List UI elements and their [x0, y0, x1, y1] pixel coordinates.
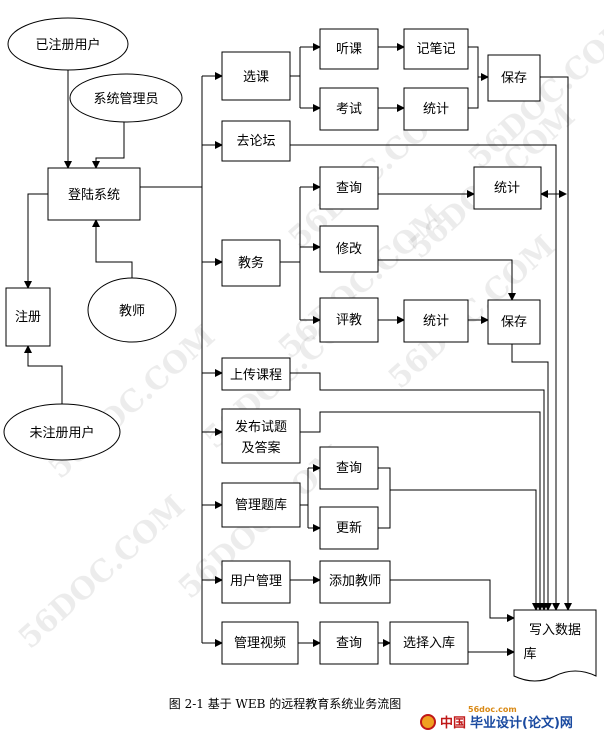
logo-text-china: 中国 — [440, 715, 466, 731]
actor-label: 已注册用户 — [35, 37, 100, 53]
edge-add-to-db — [390, 579, 515, 622]
edge-stats-to-save — [468, 77, 479, 109]
edge-forum-to-db — [290, 144, 560, 611]
node-label: 教务 — [238, 255, 264, 271]
node-label: 库 — [523, 646, 536, 662]
node-register: 注册 — [5, 287, 51, 347]
node-label: 登陆系统 — [68, 187, 120, 203]
edge-modify-to-save — [378, 259, 516, 301]
node-label: 管理视频 — [234, 636, 286, 651]
node-upload-course: 上传课程 — [221, 357, 291, 391]
node-update: 更新 — [319, 506, 379, 550]
actor-registered-user: 已注册用户 — [7, 17, 129, 71]
edge-publish-to-db — [300, 411, 544, 611]
edge-bank-split — [300, 468, 309, 528]
node-label: 查询 — [336, 461, 362, 476]
node-query-2: 查询 — [319, 446, 379, 490]
node-label: 去论坛 — [236, 134, 275, 149]
node-label: 统计 — [423, 102, 449, 117]
edge-academic-split — [280, 187, 301, 320]
node-label: 注册 — [15, 310, 41, 325]
logo-text-main: 毕业设计(论文)网 — [470, 715, 573, 731]
actor-label: 教师 — [119, 303, 145, 319]
node-label: 保存 — [501, 315, 527, 330]
watermark-text: 56DOC.COM — [12, 489, 192, 656]
edge-login-to-register — [24, 193, 48, 289]
figure-caption: 图 2-1 基于 WEB 的远程教育系统业务流图 — [169, 696, 402, 711]
watermark-text: 56DOC.COM — [42, 319, 222, 486]
node-label: 写入数据 — [529, 623, 581, 638]
edge-notes-to-save — [468, 46, 489, 81]
node-save-2: 保存 — [487, 299, 541, 345]
node-forum: 去论坛 — [221, 120, 291, 162]
node-query-1: 查询 — [319, 166, 379, 210]
edges — [24, 43, 572, 656]
node-label: 添加教师 — [329, 573, 381, 589]
node-save-1: 保存 — [487, 54, 541, 102]
edge-course-split — [290, 47, 301, 108]
node-write-database: 写入数据 库 — [513, 609, 597, 682]
node-label: 统计 — [423, 314, 449, 329]
edge-update-join — [378, 490, 391, 529]
node-stats-1: 统计 — [403, 87, 469, 131]
node-label: 发布试题 — [235, 419, 287, 435]
node-manage-bank: 管理题库 — [221, 482, 301, 528]
node-label: 保存 — [501, 71, 527, 86]
node-label: 上传课程 — [230, 368, 282, 383]
edge-unregistered-to-register — [24, 345, 63, 406]
logo-emblem-icon — [420, 714, 436, 730]
node-label: 评教 — [336, 312, 362, 328]
node-label: 选择入库 — [403, 635, 455, 651]
node-label: 查询 — [336, 181, 362, 196]
node-label: 考试 — [336, 102, 362, 117]
node-academic: 教务 — [221, 239, 281, 287]
edge-query2-to-db — [378, 467, 540, 611]
actor-teacher: 教师 — [87, 277, 177, 343]
node-query-3: 查询 — [319, 621, 379, 665]
node-take-notes: 记笔记 — [403, 28, 469, 70]
actor-label: 系统管理员 — [93, 92, 158, 107]
actor-label: 未注册用户 — [29, 425, 94, 441]
edge-teacher-to-login — [92, 219, 133, 278]
node-label: 听课 — [336, 42, 362, 57]
node-stats-2: 统计 — [473, 166, 542, 210]
node-stats-3: 统计 — [403, 299, 469, 343]
node-select-store: 选择入库 — [389, 621, 469, 665]
edge-admin-to-login — [92, 122, 125, 169]
node-exam: 考试 — [319, 87, 379, 131]
node-label: 用户管理 — [230, 573, 282, 589]
node-user-mgmt: 用户管理 — [221, 560, 291, 604]
node-select-course: 选课 — [221, 51, 291, 101]
node-label: 查询 — [336, 636, 362, 651]
node-video-mgmt: 管理视频 — [221, 621, 299, 665]
node-modify: 修改 — [319, 225, 379, 273]
actor-unregistered-user: 未注册用户 — [3, 403, 121, 461]
node-label: 管理题库 — [235, 497, 287, 513]
edge-upload-to-db — [290, 372, 548, 611]
edge-save1-to-db — [540, 76, 572, 611]
node-label: 及答案 — [241, 440, 280, 456]
node-evaluate: 评教 — [319, 297, 379, 343]
node-label: 更新 — [336, 520, 362, 536]
node-publish-exam: 发布试题 及答案 — [221, 408, 301, 464]
actor-system-admin: 系统管理员 — [69, 73, 183, 123]
node-add-teacher: 添加教师 — [319, 560, 391, 604]
node-label: 修改 — [336, 242, 362, 257]
node-login: 登陆系统 — [47, 167, 141, 221]
edge-save2-to-db — [511, 344, 552, 611]
node-label: 选课 — [243, 70, 269, 85]
node-label: 记笔记 — [416, 41, 455, 57]
node-attend-class: 听课 — [319, 28, 379, 70]
site-url: 56doc.com — [468, 705, 517, 714]
site-logo: 56doc.com 中国 毕业设计(论文)网 — [420, 705, 573, 731]
node-label: 统计 — [494, 181, 520, 196]
